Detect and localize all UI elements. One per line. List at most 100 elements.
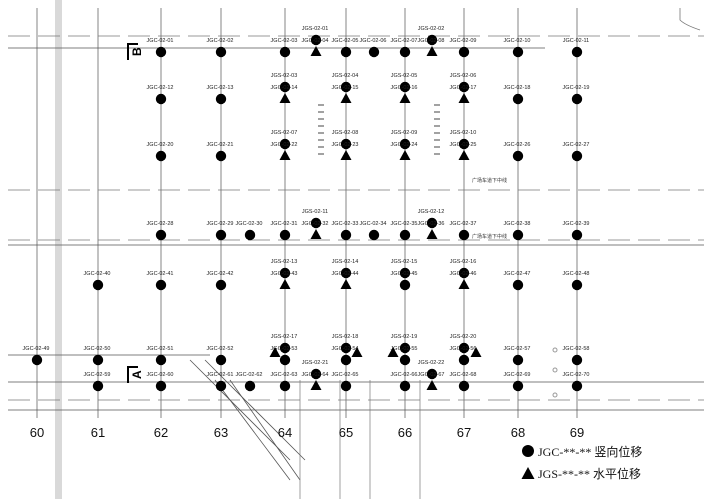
point-label: JGC-02-57 bbox=[504, 346, 531, 352]
monitoring-point: JGC-02-60 bbox=[147, 372, 174, 392]
circle-marker bbox=[399, 138, 411, 150]
circle-marker bbox=[215, 354, 227, 366]
monitoring-point: JGC-02-31 bbox=[271, 221, 297, 241]
point-label: JGS-02-13 bbox=[271, 259, 298, 265]
monitoring-point: JGC-02-16 bbox=[391, 85, 418, 103]
point-label: JGC-02-55 bbox=[391, 346, 418, 352]
circle-marker bbox=[571, 354, 583, 366]
point-label: JGC-02-09 bbox=[450, 38, 477, 44]
circle-marker bbox=[244, 380, 256, 392]
triangle-marker bbox=[426, 46, 438, 56]
point-label: JGC-02-22 bbox=[271, 142, 298, 148]
point-label: JGC-02-12 bbox=[147, 85, 174, 91]
point-label: JGC-02-44 bbox=[332, 271, 359, 277]
point-label: JGC-02-29 bbox=[207, 221, 234, 227]
point-label: JGS-02-04 bbox=[332, 73, 359, 79]
monitoring-point: JGC-02-63 bbox=[271, 372, 298, 392]
circle-marker bbox=[512, 279, 524, 291]
circle-marker bbox=[215, 46, 227, 58]
monitoring-point: JGC-02-49 bbox=[23, 346, 49, 366]
legend-triangle-icon bbox=[521, 467, 535, 479]
monitoring-point: JGC-02-66 bbox=[391, 372, 418, 392]
monitoring-point: JGS-02-22 bbox=[418, 360, 444, 380]
monitoring-point: JGC-02-50 bbox=[84, 346, 110, 366]
triangle-marker bbox=[399, 150, 411, 160]
monitoring-point: JGS-02-07 bbox=[271, 130, 297, 150]
point-label: JGC-02-63 bbox=[271, 372, 298, 378]
point-label: JGC-02-43 bbox=[271, 271, 298, 277]
point-label: JGC-02-67 bbox=[418, 372, 445, 378]
point-label: JGC-02-39 bbox=[563, 221, 590, 227]
triangle-marker bbox=[310, 46, 322, 56]
circle-marker bbox=[279, 81, 291, 93]
monitoring-point: JGS-02-17 bbox=[271, 334, 297, 354]
point-label: JGC-02-68 bbox=[450, 372, 477, 378]
monitoring-point: JGC-02-06 bbox=[360, 38, 386, 58]
circle-marker bbox=[458, 342, 470, 354]
circle-marker bbox=[340, 229, 352, 241]
point-label: JGC-02-16 bbox=[391, 85, 418, 91]
circle-marker bbox=[215, 380, 227, 392]
triangle-marker bbox=[279, 279, 291, 289]
point-label: JGC-02-13 bbox=[207, 85, 234, 91]
monitoring-point: JGS-02-09 bbox=[391, 130, 417, 150]
circle-marker bbox=[512, 380, 524, 392]
small-ring bbox=[552, 347, 558, 353]
triangle-marker bbox=[458, 279, 470, 289]
point-label: JGS-02-12 bbox=[418, 209, 445, 215]
circle-marker bbox=[571, 279, 583, 291]
circle-marker bbox=[155, 279, 167, 291]
monitoring-point: JGC-02-27 bbox=[563, 142, 589, 162]
point-label: JGC-02-60 bbox=[147, 372, 174, 378]
ramp-line bbox=[189, 359, 291, 461]
point-label: JGC-02-65 bbox=[332, 372, 359, 378]
circle-marker bbox=[279, 267, 291, 279]
circle-marker bbox=[92, 279, 104, 291]
triangle-marker bbox=[279, 93, 291, 103]
monitoring-point: JGC-02-14 bbox=[271, 85, 297, 103]
point-label: JGS-02-02 bbox=[418, 26, 445, 32]
point-label: JGC-02-37 bbox=[450, 221, 477, 227]
monitoring-point: JGC-02-48 bbox=[563, 271, 590, 291]
monitoring-point: JGC-02-61 bbox=[207, 372, 233, 392]
ramp-line bbox=[214, 379, 291, 481]
circle-marker bbox=[279, 342, 291, 354]
monitoring-point: JGC-02-21 bbox=[207, 142, 233, 162]
monitoring-point: JGC-02-51 bbox=[147, 346, 173, 366]
monitoring-point: JGS-02-11 bbox=[302, 209, 328, 229]
monitoring-point: JGC-02-68 bbox=[450, 372, 477, 392]
section-marker-bracket bbox=[127, 366, 138, 383]
circle-marker bbox=[368, 229, 380, 241]
monitoring-point: JGC-02-59 bbox=[84, 372, 110, 392]
circle-marker bbox=[399, 380, 411, 392]
point-label: JGC-02-11 bbox=[563, 38, 590, 44]
triangle-marker bbox=[387, 347, 399, 357]
monitoring-point: JGC-02-20 bbox=[147, 142, 173, 162]
circle-marker bbox=[215, 279, 227, 291]
point-label: JGC-02-35 bbox=[391, 221, 418, 227]
ramp-line bbox=[204, 359, 306, 461]
monitoring-point: JGC-02-43 bbox=[271, 271, 298, 289]
circle-marker bbox=[279, 138, 291, 150]
circle-marker bbox=[571, 380, 583, 392]
monitoring-point: JGS-02-19 bbox=[391, 334, 417, 354]
monitoring-point: JGC-02-02 bbox=[207, 38, 233, 58]
triangle-marker bbox=[399, 93, 411, 103]
point-label: JGC-02-40 bbox=[84, 271, 111, 277]
point-label: JGC-02-64 bbox=[302, 372, 329, 378]
monitoring-point: JGC-02-22 bbox=[271, 142, 298, 160]
circle-marker bbox=[215, 93, 227, 105]
point-label: JGC-02-66 bbox=[391, 372, 418, 378]
legend-text: JGS-**-** 水平位移 bbox=[538, 466, 641, 481]
point-label: JGC-02-62 bbox=[236, 372, 263, 378]
circle-marker bbox=[340, 267, 352, 279]
circle-marker bbox=[399, 229, 411, 241]
point-label: JGC-02-32 bbox=[302, 221, 329, 227]
point-label: JGC-02-03 bbox=[271, 38, 298, 44]
circle-marker bbox=[512, 46, 524, 58]
triangle-marker bbox=[470, 347, 482, 357]
point-label: JGC-02-48 bbox=[563, 271, 590, 277]
circle-marker bbox=[458, 138, 470, 150]
